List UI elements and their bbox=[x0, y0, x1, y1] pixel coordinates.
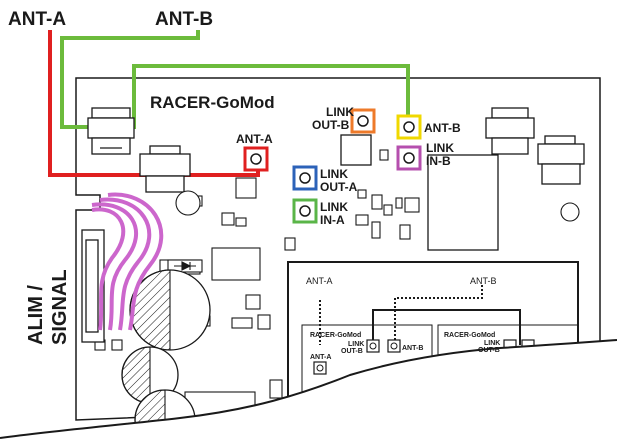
link-in-a-line2: IN-A bbox=[320, 213, 345, 227]
ribbon-cable bbox=[91, 192, 164, 331]
link-in-b-line1: LINK bbox=[426, 141, 454, 155]
link-in-a-line1: LINK bbox=[320, 200, 348, 214]
sma-connector-left-bottom bbox=[139, 145, 191, 193]
link-out-b-line2: OUT-B bbox=[312, 118, 350, 132]
inset-ant-a-label: ANT-A bbox=[306, 276, 333, 286]
board-title: RACER-GoMod bbox=[150, 93, 275, 112]
main-chip bbox=[427, 154, 499, 251]
link-out-a-line1: LINK bbox=[320, 167, 348, 181]
small-chip bbox=[340, 134, 372, 166]
inset-racer-1: RACER-GoMod bbox=[310, 332, 361, 339]
capacitor-2 bbox=[121, 346, 179, 404]
inset-out-2: OUT-B bbox=[478, 347, 500, 354]
capacitor-1 bbox=[129, 269, 211, 351]
sma-connector-right-top bbox=[485, 107, 535, 155]
port-link-out-b bbox=[350, 108, 376, 134]
mount-hole-left bbox=[175, 190, 201, 216]
board-ant-a-label: ANT-A bbox=[236, 132, 273, 146]
mount-hole-right bbox=[560, 202, 580, 222]
diode-symbol bbox=[167, 259, 203, 273]
alim-label: ALIM / bbox=[25, 285, 47, 345]
inset-ant-b-label: ANT-B bbox=[470, 276, 497, 286]
inset-link-2: LINK bbox=[484, 340, 500, 347]
link-out-a-line2: OUT-A bbox=[320, 180, 358, 194]
signal-label: SIGNAL bbox=[49, 269, 71, 345]
inset-ant-b-conn: ANT-B bbox=[402, 345, 423, 352]
ant-a-top-label: ANT-A bbox=[8, 9, 66, 30]
inset-link-out-b-line2: OUT-B bbox=[341, 348, 363, 355]
inset-link-out-b-line1: LINK bbox=[348, 341, 364, 348]
sma-connector-right-bottom bbox=[537, 135, 585, 185]
torn-edge-line bbox=[0, 339, 617, 439]
sma-connector-left-top bbox=[87, 107, 135, 155]
link-in-b-line2: IN-B bbox=[426, 154, 451, 168]
inset-racer-2: RACER-GoMod bbox=[444, 332, 495, 339]
alim-signal-header bbox=[81, 229, 105, 343]
port-link-out-a bbox=[292, 165, 318, 191]
inset-ant-a-conn: ANT-A bbox=[310, 354, 331, 361]
port-ant-b bbox=[396, 114, 422, 140]
port-link-in-a bbox=[292, 198, 318, 224]
link-out-b-line1: LINK bbox=[326, 105, 354, 119]
port-ant-a bbox=[243, 146, 269, 172]
port-link-in-b bbox=[396, 145, 422, 171]
board-ant-b-label: ANT-B bbox=[424, 121, 461, 135]
ant-b-top-label: ANT-B bbox=[155, 9, 213, 30]
